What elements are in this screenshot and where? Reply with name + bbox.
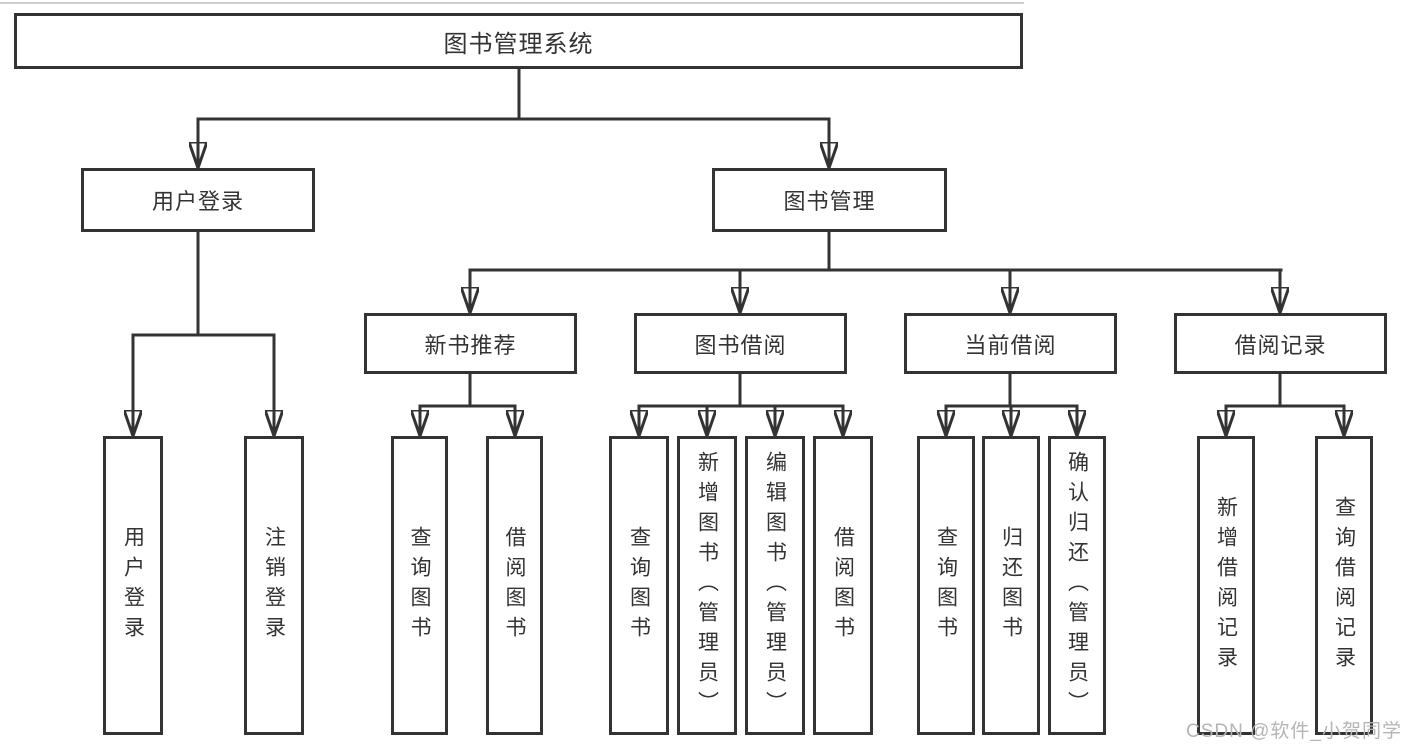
leaf-user-login: 用户登录 [103,436,163,735]
leaf-add-books-admin: 新增图书（管理员） [677,436,737,735]
leaf-query-borrowing-record: 查询借阅记录 [1315,436,1373,735]
csdn-watermark: CSDN @软件_小贺同学 [1186,721,1402,742]
leaf-query-books-current: 查询图书 [917,436,975,735]
node-user-login: 用户登录 [81,168,315,232]
leaf-query-books-borrow: 查询图书 [609,436,669,735]
node-new-book-recommendation: 新书推荐 [364,313,577,374]
leaf-borrow-books-recommend: 借阅图书 [486,436,543,735]
top-hairline [0,2,1024,4]
node-book-borrowing: 图书借阅 [634,313,847,374]
node-borrowing-records: 借阅记录 [1174,313,1387,374]
node-library-management-system: 图书管理系统 [14,13,1023,69]
leaf-add-borrowing-record: 新增借阅记录 [1197,436,1255,735]
node-current-borrowing: 当前借阅 [904,313,1117,374]
leaf-confirm-return-admin: 确认归还（管理员） [1048,436,1106,735]
leaf-edit-books-admin: 编辑图书（管理员） [745,436,805,735]
leaf-return-books: 归还图书 [982,436,1040,735]
leaf-borrow-books: 借阅图书 [813,436,873,735]
leaf-query-books-recommend: 查询图书 [391,436,448,735]
leaf-logout: 注销登录 [244,436,304,735]
node-book-management: 图书管理 [712,168,947,232]
